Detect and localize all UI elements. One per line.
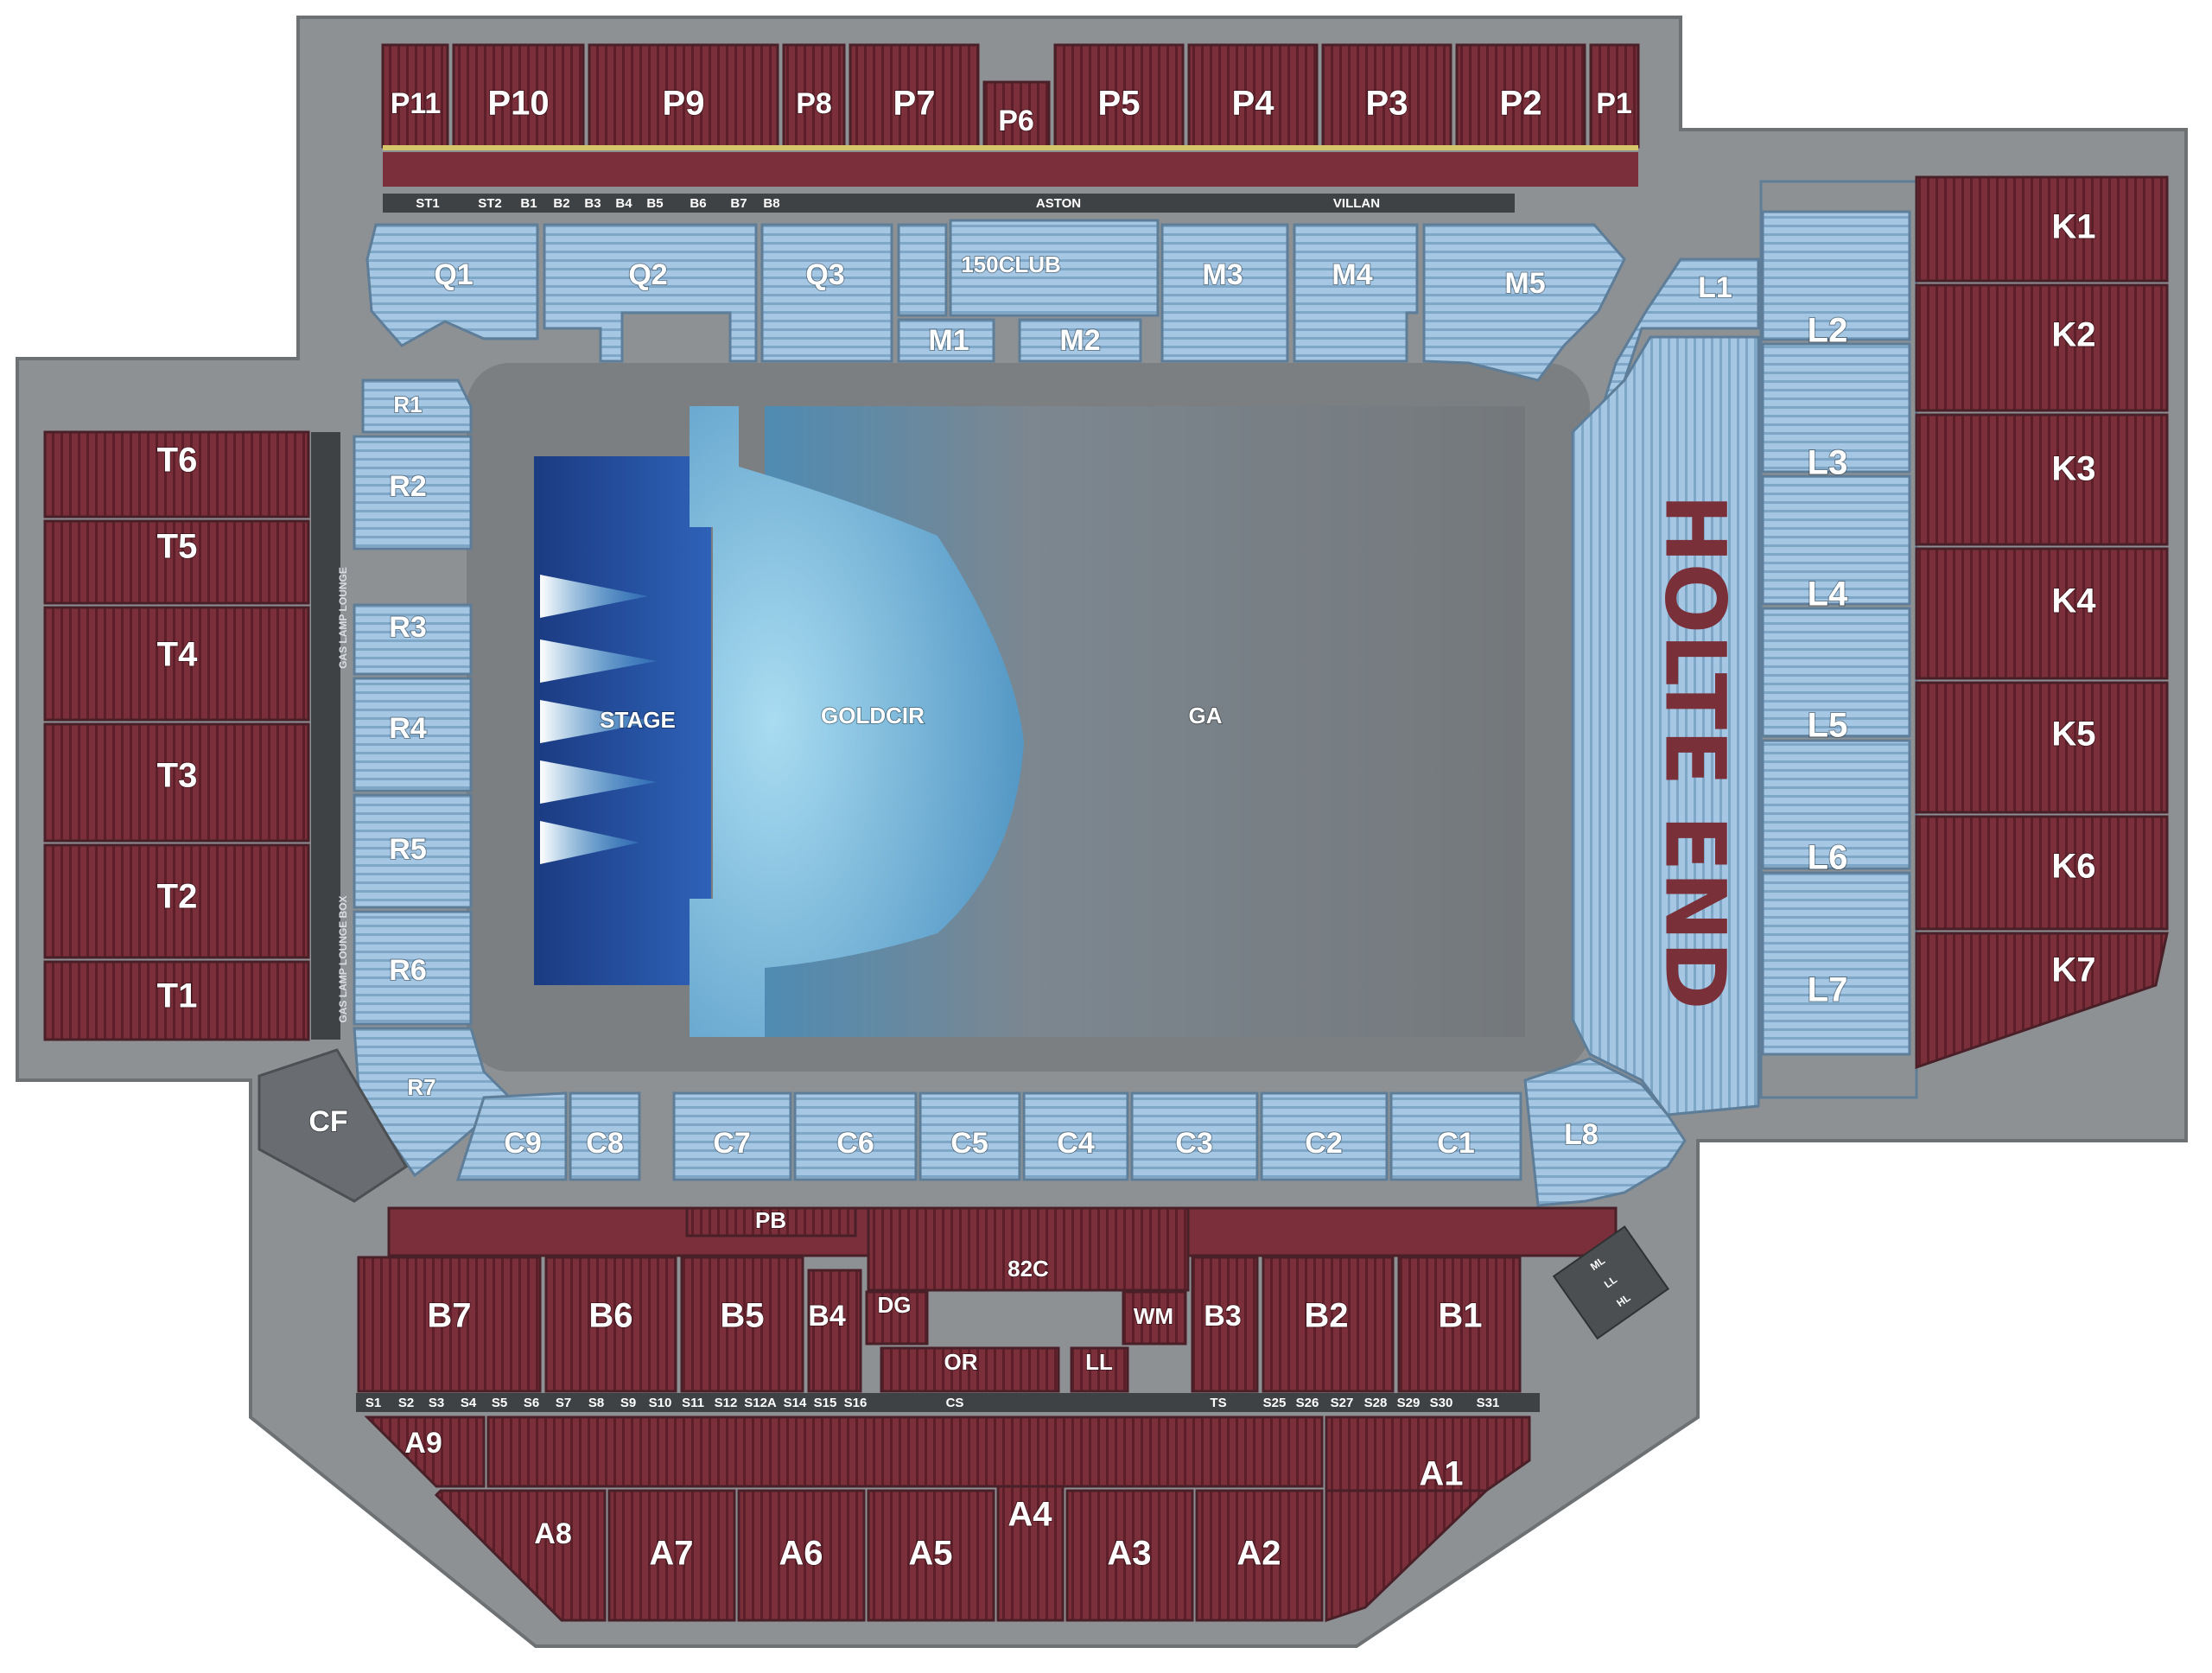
section-L2[interactable]: [1761, 210, 1911, 341]
section-K5[interactable]: [1915, 681, 2169, 814]
section-M2[interactable]: [1018, 318, 1142, 363]
section-R3[interactable]: [353, 603, 473, 676]
section-M4[interactable]: [1293, 223, 1419, 363]
section-T1[interactable]: [43, 960, 310, 1041]
section-K7[interactable]: [1915, 932, 2169, 1070]
section-L5[interactable]: [1761, 607, 1911, 738]
section-R1[interactable]: [361, 378, 473, 434]
section-R4[interactable]: [353, 677, 473, 792]
section-CF[interactable]: [257, 1048, 409, 1203]
section-M1-upper[interactable]: [897, 223, 948, 317]
section-82C[interactable]: [867, 1206, 1190, 1292]
section-L6[interactable]: [1761, 739, 1911, 870]
holte-upper: K1 K2 K3 K4 K5 K6 K7: [1915, 175, 2169, 1070]
section-A1-corner[interactable]: [1325, 1489, 1490, 1623]
section-T4[interactable]: [43, 606, 310, 722]
section-C1[interactable]: [1389, 1091, 1522, 1181]
section-L3[interactable]: [1761, 342, 1911, 474]
section-P10[interactable]: [452, 43, 585, 149]
section-C6[interactable]: [793, 1091, 918, 1181]
section-PB[interactable]: [685, 1206, 857, 1237]
section-K1[interactable]: [1915, 175, 2169, 283]
section-L7[interactable]: [1761, 871, 1911, 1056]
section-P6[interactable]: [982, 80, 1051, 149]
section-C2[interactable]: [1260, 1091, 1389, 1181]
section-K3[interactable]: [1915, 413, 2169, 546]
section-T5[interactable]: [43, 519, 310, 605]
section-A9[interactable]: [364, 1415, 486, 1488]
section-A2[interactable]: [1195, 1489, 1324, 1622]
section-R5[interactable]: [353, 793, 473, 909]
section-T3[interactable]: [43, 722, 310, 843]
section-WM[interactable]: [1122, 1290, 1187, 1345]
section-B7[interactable]: [357, 1256, 542, 1393]
section-P4[interactable]: [1187, 43, 1319, 149]
section-P3[interactable]: [1321, 43, 1452, 149]
north-stand-upper: GAS LAMP LOUNGE GAS LAMP LOUNGE BOX T6 T…: [43, 430, 349, 1041]
section-C3[interactable]: [1130, 1091, 1259, 1181]
section-B1[interactable]: [1397, 1256, 1522, 1393]
doug-ellis-lower: C9 C8 C7 C6 C5 C4 C3 C2 C1: [455, 1091, 1522, 1181]
section-B4[interactable]: [807, 1269, 862, 1393]
section-R2[interactable]: [353, 435, 473, 550]
boxes-strip: [383, 194, 1515, 213]
trinity-boxes: ST1 ST2 B1 B2 B3 B4 B5 B6 B7 B8 ASTON VI…: [383, 194, 1515, 213]
section-P5[interactable]: [1053, 43, 1185, 149]
section-B3[interactable]: [1191, 1256, 1259, 1393]
section-LL-hosp[interactable]: [1070, 1346, 1129, 1393]
section-C5[interactable]: [918, 1091, 1021, 1181]
section-A5[interactable]: [867, 1489, 995, 1622]
section-M3[interactable]: [1160, 223, 1289, 363]
stage-lights: [540, 575, 657, 864]
section-P2[interactable]: [1455, 43, 1586, 149]
section-R6[interactable]: [353, 910, 473, 1026]
section-K4[interactable]: [1915, 547, 2169, 680]
section-Q3[interactable]: [760, 223, 893, 363]
trinity-lower-claret-strip: [383, 152, 1638, 187]
section-P9[interactable]: [588, 43, 779, 149]
gold-circle[interactable]: [690, 406, 1024, 1037]
section-T2[interactable]: [43, 843, 310, 959]
section-A3[interactable]: [1065, 1489, 1194, 1622]
section-L4[interactable]: [1761, 474, 1911, 606]
section-M1[interactable]: [897, 318, 995, 363]
section-M5[interactable]: [1422, 223, 1626, 382]
section-L8[interactable]: [1523, 1057, 1687, 1207]
section-K2[interactable]: [1915, 283, 2169, 412]
section-C4[interactable]: [1022, 1091, 1129, 1181]
section-C9[interactable]: [455, 1091, 568, 1181]
section-OR[interactable]: [880, 1346, 1060, 1393]
holte-lower-tier: [1571, 335, 1760, 1116]
section-A6[interactable]: [737, 1489, 866, 1622]
section-B2[interactable]: [1262, 1256, 1395, 1393]
section-A1[interactable]: [1325, 1415, 1531, 1492]
section-P1[interactable]: [1589, 43, 1640, 149]
section-C7[interactable]: [672, 1091, 792, 1181]
doug-ellis-suites: S1 S2 S3 S4 S5 S6 S7 S8 S9 S10 S11 S12 S…: [356, 1393, 1540, 1412]
suites-strip: [356, 1393, 1540, 1412]
section-B6[interactable]: [544, 1256, 677, 1393]
section-DG[interactable]: [865, 1290, 929, 1345]
section-A-upper-row[interactable]: [486, 1415, 1324, 1488]
section-Q1[interactable]: [365, 223, 539, 347]
gold-band: [383, 145, 1638, 150]
section-A4[interactable]: [996, 1463, 1065, 1622]
section-A8[interactable]: [434, 1489, 607, 1622]
section-T6[interactable]: [43, 430, 310, 518]
section-C8[interactable]: [569, 1091, 641, 1181]
corner-box-block: [1552, 1225, 1670, 1340]
section-P7[interactable]: [849, 43, 980, 149]
section-A7[interactable]: [607, 1489, 736, 1622]
gas-lamp-boxes-strip: [311, 432, 340, 1040]
doug-ellis-upper: A9 A8 A7 A6 A5 A4 A3 A2 A1: [364, 1415, 1531, 1623]
section-K6[interactable]: [1915, 815, 2169, 931]
section-B5[interactable]: [680, 1256, 804, 1393]
section-P11[interactable]: [381, 43, 449, 149]
section-Q2[interactable]: [543, 223, 758, 363]
section-150club[interactable]: [949, 219, 1160, 317]
section-P8[interactable]: [782, 43, 846, 149]
